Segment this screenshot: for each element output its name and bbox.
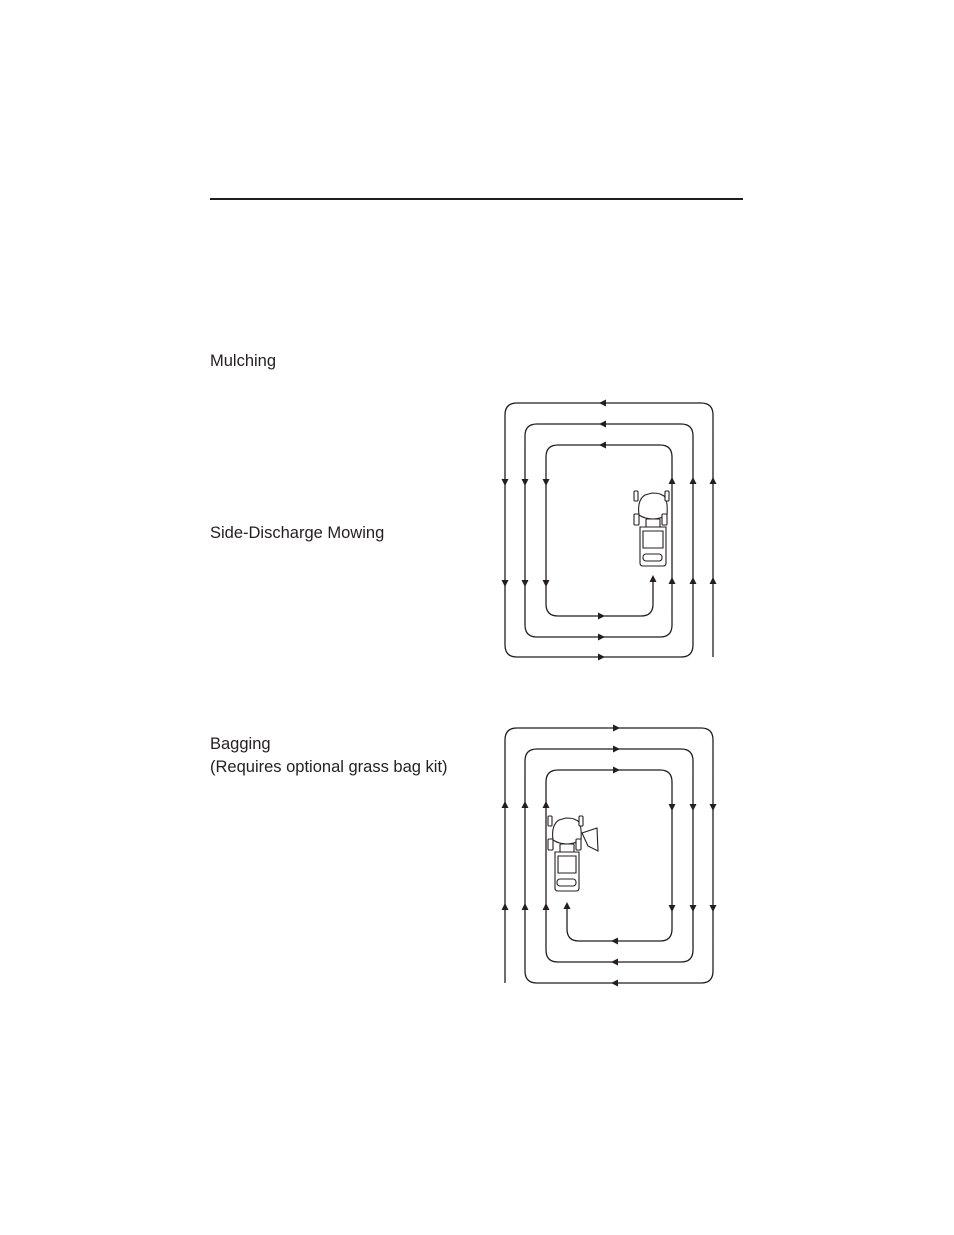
mulching-label: Mulching bbox=[210, 350, 276, 373]
spiral-path bbox=[504, 727, 714, 984]
side-discharge-label: Side-Discharge Mowing bbox=[210, 522, 384, 545]
direction-arrows bbox=[501, 724, 717, 987]
direction-arrows bbox=[501, 399, 717, 661]
mulching-label-text: Mulching bbox=[210, 352, 277, 370]
mowing-pattern-diagram-top bbox=[501, 399, 717, 661]
mowing-pattern-diagram-bottom bbox=[501, 724, 717, 987]
bagging-label: Bagging (Requires optional grass bag kit… bbox=[210, 733, 448, 779]
riding-mower-with-grass-bag-icon bbox=[547, 815, 599, 892]
bagging-label-text: Bagging bbox=[210, 735, 271, 753]
bagging-note: (Requires optional grass bag kit) bbox=[210, 758, 448, 776]
spiral-path bbox=[504, 402, 714, 658]
header-rule bbox=[210, 198, 743, 200]
riding-mower-icon bbox=[633, 490, 670, 567]
side-discharge-label-text: Side-Discharge Mowing bbox=[210, 524, 385, 542]
